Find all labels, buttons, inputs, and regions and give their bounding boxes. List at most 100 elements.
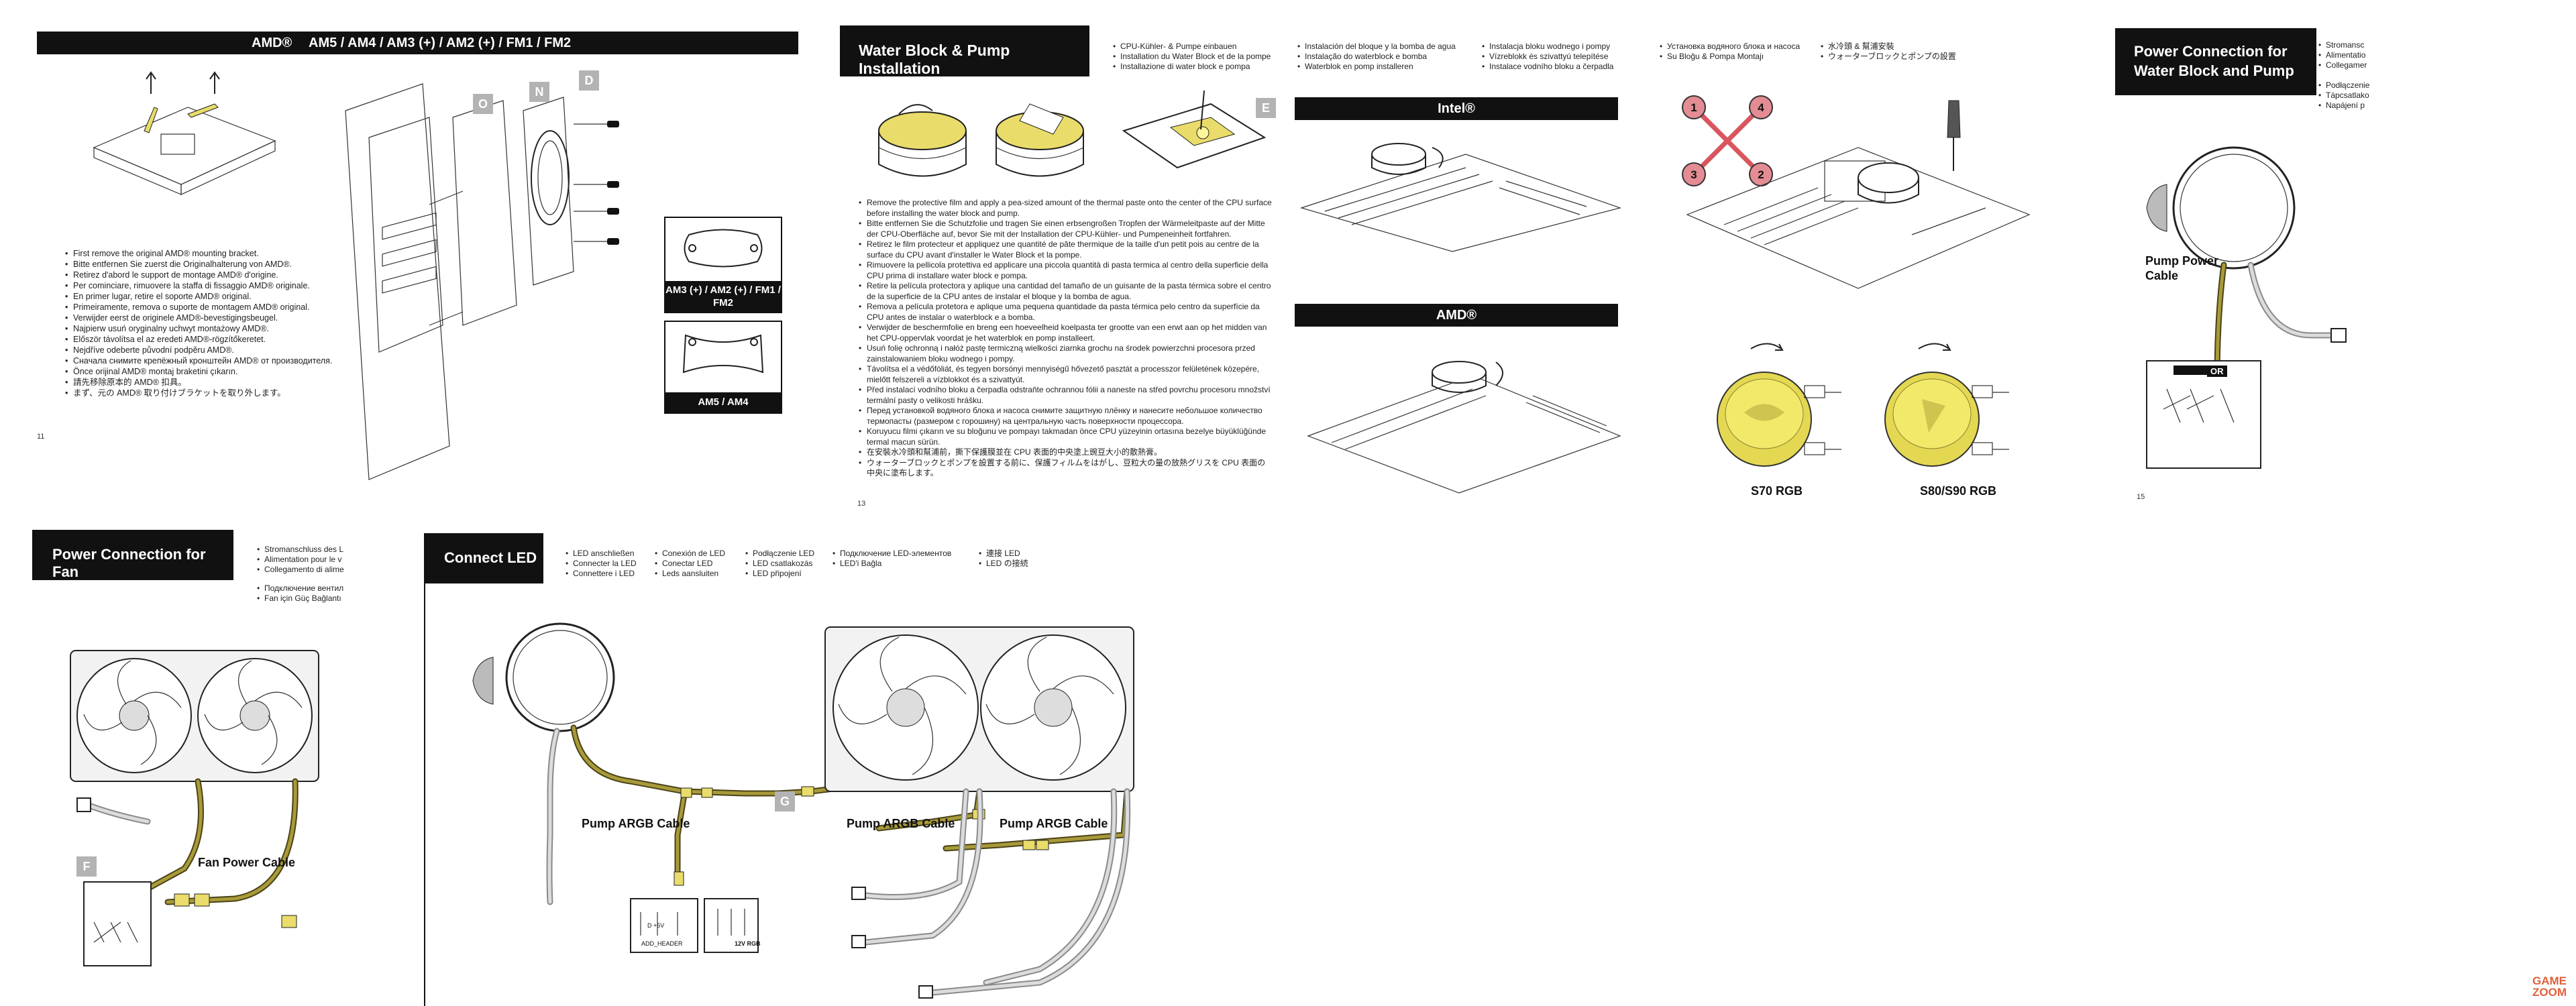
amd-step: Önce orijinal AMD® montaj braketini çıka… — [64, 366, 345, 377]
pump-cap-s70 — [1717, 343, 1841, 467]
tag-d: D — [579, 70, 599, 91]
led-lang: LED připojení — [745, 569, 835, 579]
led-langs-1: LED anschließen Connecter la LED Connett… — [565, 549, 652, 579]
screwdriver-board-illustration — [1686, 100, 2031, 289]
pp-lang: Collegamer — [2318, 60, 2371, 70]
wb-lang: Instalação do waterblock e bomba — [1297, 52, 1478, 62]
water-block-title: Water Block & Pump Installation — [859, 42, 1010, 77]
wb-steps-list: Remove the protective film and apply a p… — [857, 198, 1273, 479]
pump-cap-s80 — [1884, 343, 2009, 467]
wb-lang: Installation du Water Block et de la pom… — [1112, 52, 1277, 62]
led-lang: Conectar LED — [654, 559, 741, 569]
amd-brand: AMD® — [252, 36, 292, 50]
water-block-banner: Water Block & Pump Installation — [840, 25, 1089, 77]
callout-am3: AM3 (+) / AM2 (+) / FM1 / FM2 — [664, 217, 782, 313]
tag-f: F — [76, 856, 97, 877]
led-lang: LED'i Bağla — [832, 559, 979, 569]
pf-langs-a: Stromanschluss des L Alimentation pour l… — [256, 545, 347, 575]
label-s80: S80/S90 RGB — [1920, 484, 1997, 498]
wb-lang: Vízreblokk és szivattyú telepítése — [1481, 52, 1656, 62]
wb-step: Перед установкой водяного блока и насоса… — [857, 406, 1273, 427]
pp-lang: Tápcsatlako — [2318, 91, 2371, 101]
led-langs-2: Conexión de LED Conectar LED Leds aanslu… — [654, 549, 741, 579]
wb-step: Retire la película protectora y aplique … — [857, 281, 1273, 302]
wb-step: Verwijder de beschermfolie en breng een … — [857, 323, 1273, 343]
wb-langs-2: Instalación del bloque y la bomba de agu… — [1297, 42, 1478, 72]
intel-label: Intel® — [1295, 97, 1618, 120]
led-lang: LED csatlakozás — [745, 559, 835, 569]
watermark-line-2: ZOOM — [2532, 986, 2567, 999]
wb-lang: ウォーターブロックとポンプの設置 — [1820, 52, 1974, 62]
amd-step: まず、元の AMD® 取り付けブラケットを取り外します。 — [64, 388, 345, 398]
amd-bracket-illustration — [93, 71, 276, 195]
led-wiring-illustration — [472, 622, 1134, 999]
pump-power-illustration — [2146, 146, 2347, 469]
page-number: 15 — [2137, 493, 2145, 501]
add-header-label: ADD_HEADER — [641, 940, 683, 947]
wb-step: Távolítsa el a védőfóliát, és tegyen bor… — [857, 364, 1273, 385]
amd-step: En primer lugar, retire el soporte AMD® … — [64, 291, 345, 302]
pump-argb-cable-label-3: Pump ARGB Cable — [1000, 817, 1108, 830]
amd-steps-list: First remove the original AMD® mounting … — [64, 248, 345, 398]
wb-step: 在安裝水冷頭和幫浦前，撕下保護膜並在 CPU 表面的中央塗上豌豆大小的散熱膏。 — [857, 447, 1273, 458]
pp-langs-a: Stromansc Alimentatio Collegamer — [2318, 40, 2371, 70]
led-langs-5: 連接 LED LED の接続 — [978, 549, 1045, 569]
amd-step: Сначала снимите крепёжный кронштейн AMD®… — [64, 355, 345, 366]
wb-langs-1: CPU-Kühler- & Pumpe einbauen Installatio… — [1112, 42, 1277, 72]
led-lang: Conexión de LED — [654, 549, 741, 559]
amd-step: Najpierw usuń oryginalny uchwyt montażow… — [64, 323, 345, 334]
amd-step: First remove the original AMD® mounting … — [64, 248, 345, 259]
tag-e: E — [1256, 98, 1276, 118]
pf-lang: Stromanschluss des L — [256, 545, 347, 555]
wb-lang: Su Bloğu & Pompa Montajı — [1659, 52, 1820, 62]
amd-step: Nejdříve odeberte původní podpěru AMD®. — [64, 345, 345, 355]
thermal-paste-illustration — [878, 90, 1267, 177]
connect-led-divider — [424, 533, 425, 1006]
wb-lang: Instalacja bloku wodnego i pompy — [1481, 42, 1656, 52]
wb-lang: CPU-Kühler- & Pumpe einbauen — [1112, 42, 1277, 52]
pp-lang: Stromansc — [2318, 40, 2371, 50]
pump-argb-cable-label-1: Pump ARGB Cable — [582, 817, 690, 830]
pf-langs-b: Подключение вентил Fan için Güç Bağlantı — [256, 583, 347, 604]
screw-3: 3 — [1690, 168, 1697, 181]
led-lang: Подключение LED-элементов — [832, 549, 979, 559]
wb-step: Rimuovere la pellicola protettiva ed app… — [857, 260, 1273, 281]
label-s70: S70 RGB — [1751, 484, 1803, 498]
screw-2: 2 — [1758, 168, 1764, 181]
amd-step: Retirez d'abord le support de montage AM… — [64, 270, 345, 280]
amd-step: Bitte entfernen Sie zuerst die Originalh… — [64, 259, 345, 270]
intel-board-illustration — [1299, 143, 1622, 252]
watermark-line-1: GAME — [2532, 974, 2567, 987]
connect-led-title: Connect LED — [444, 549, 537, 566]
wb-lang: Installazione di water block e pompa — [1112, 62, 1277, 72]
page-number: 11 — [37, 433, 45, 441]
page-number: 13 — [857, 500, 866, 508]
wb-lang: Waterblok en pomp installeren — [1297, 62, 1478, 72]
power-fan-banner: Power Connection for Fan — [32, 530, 233, 580]
power-pump-title: Power Connection for Water Block and Pum… — [2134, 43, 2294, 79]
screw-order-diagram — [1682, 95, 1773, 186]
led-lang: Podłączenie LED — [745, 549, 835, 559]
power-pump-banner: Power Connection for Water Block and Pum… — [2115, 28, 2316, 95]
amd-board-illustration — [1307, 361, 1621, 494]
amd-step: Először távolítsa el az eredeti AMD®-rög… — [64, 334, 345, 345]
pf-lang: Fan için Güç Bağlantı — [256, 594, 347, 604]
pp-lang: Alimentatio — [2318, 50, 2371, 60]
wb-langs-4: Установка водяного блока и насоса Su Blo… — [1659, 42, 1820, 62]
amd-step: Verwijder eerst de originele AMD®-bevest… — [64, 313, 345, 323]
led-lang: 連接 LED — [978, 549, 1045, 559]
amd-step: 請先移除原本的 AMD® 扣具。 — [64, 377, 345, 388]
led-langs-4: Подключение LED-элементов LED'i Bağla — [832, 549, 979, 569]
amd-step: Per cominciare, rimuovere la staffa di f… — [64, 280, 345, 291]
tag-o: O — [473, 94, 493, 114]
wb-step: Usuń folię ochronną i nałóż pastę termic… — [857, 343, 1273, 364]
add-header-pins: D +5V — [647, 922, 665, 929]
wb-step: Remova a película protetora e aplique um… — [857, 302, 1273, 323]
pump-argb-cable-label-2: Pump ARGB Cable — [847, 817, 955, 830]
led-lang: LED の接続 — [978, 559, 1045, 569]
tag-g: G — [775, 791, 795, 812]
led-langs-3: Podłączenie LED LED csatlakozás LED přip… — [745, 549, 835, 579]
watermark-logo: GAME ZOOM — [2532, 975, 2573, 998]
wb-langs-3: Instalacja bloku wodnego i pompy Vízrebl… — [1481, 42, 1656, 72]
screw-1: 1 — [1690, 101, 1697, 114]
